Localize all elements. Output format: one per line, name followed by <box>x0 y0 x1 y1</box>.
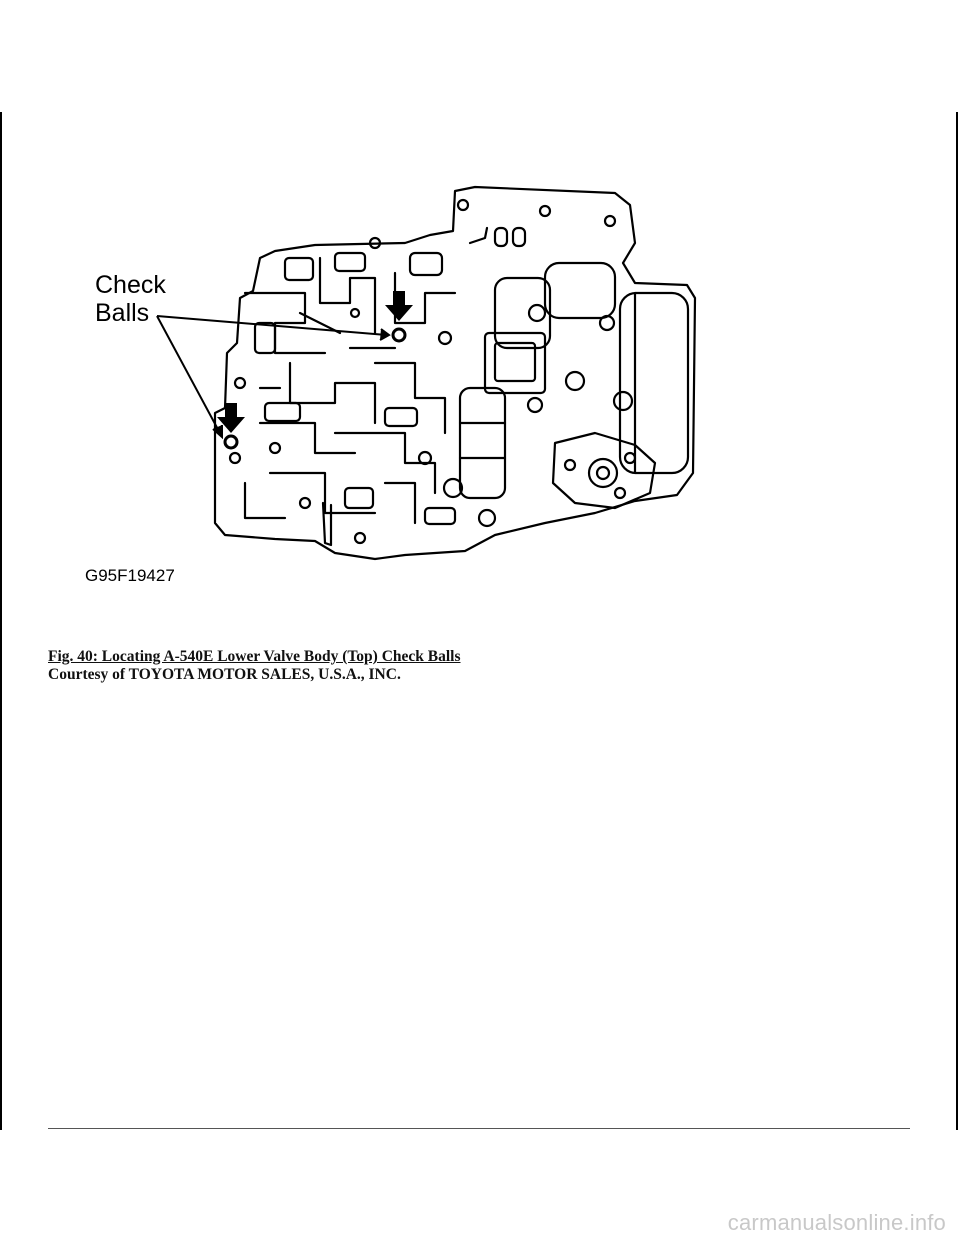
check-ball-marker-lower <box>217 403 245 450</box>
page-left-border <box>0 112 2 1130</box>
callout-leader-lines <box>156 315 391 440</box>
callout-label-line2: Balls <box>95 299 149 327</box>
valve-body-illustration: Check Balls G95F19427 <box>85 185 697 585</box>
caption-title: Fig. 40: Locating A-540E Lower Valve Bod… <box>48 648 461 665</box>
figure-caption: Fig. 40: Locating A-540E Lower Valve Bod… <box>48 648 461 684</box>
valve-body-figure: Check Balls G95F19427 <box>75 183 725 593</box>
page-right-border <box>956 112 958 1130</box>
site-watermark: carmanualsonline.info <box>727 1210 946 1235</box>
caption-credit: Courtesy of TOYOTA MOTOR SALES, U.S.A., … <box>48 666 401 683</box>
bottom-rule <box>48 1128 910 1129</box>
figure-code: G95F19427 <box>85 566 175 585</box>
callout-label-line1: Check <box>95 271 166 299</box>
check-ball-marker-upper <box>385 291 413 343</box>
